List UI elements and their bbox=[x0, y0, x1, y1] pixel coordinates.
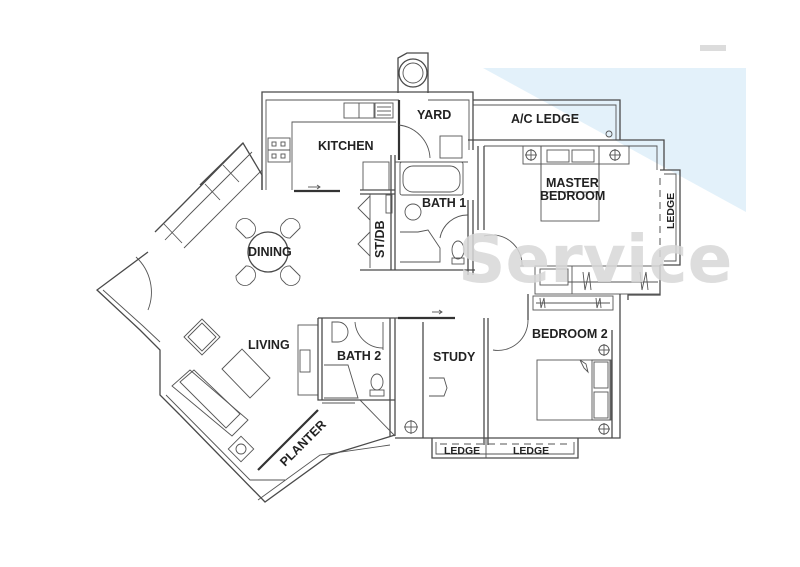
label-bedroom2: BEDROOM 2 bbox=[532, 327, 608, 341]
label-ledge-study: LEDGE bbox=[444, 445, 480, 457]
ac-ledge-area bbox=[473, 99, 621, 140]
living-furniture bbox=[171, 318, 319, 463]
bath2-block bbox=[317, 317, 398, 437]
bedroom2-block bbox=[395, 294, 621, 445]
kitchen-yard-block bbox=[261, 91, 474, 193]
label-kitchen: KITCHEN bbox=[318, 139, 374, 153]
label-ac-ledge: A/C LEDGE bbox=[511, 112, 579, 126]
label-bath2: BATH 2 bbox=[337, 349, 381, 363]
dining-table bbox=[235, 218, 301, 286]
label-ledge-bedroom2: LEDGE bbox=[513, 445, 549, 457]
label-study: STUDY bbox=[433, 350, 476, 364]
refuse-chute bbox=[397, 52, 429, 93]
watermark-text: Service bbox=[458, 221, 732, 298]
watermark-mark bbox=[700, 45, 726, 51]
study-block bbox=[398, 309, 455, 438]
living-dining-outer bbox=[95, 141, 396, 503]
label-yard: YARD bbox=[417, 108, 451, 122]
label-dining: DINING bbox=[248, 245, 292, 259]
bath1-block bbox=[357, 155, 475, 275]
label-living: LIVING bbox=[248, 338, 290, 352]
label-bath1: BATH 1 bbox=[422, 196, 466, 210]
label-st-db: ST/DB bbox=[373, 221, 387, 259]
master-bedroom-walls bbox=[468, 139, 681, 300]
label-master-bedroom-2: BEDROOM bbox=[540, 189, 605, 203]
label-master-bedroom-1: MASTER bbox=[546, 176, 599, 190]
label-ledge-master: LEDGE bbox=[665, 193, 677, 229]
bottom-ledges bbox=[431, 438, 579, 459]
